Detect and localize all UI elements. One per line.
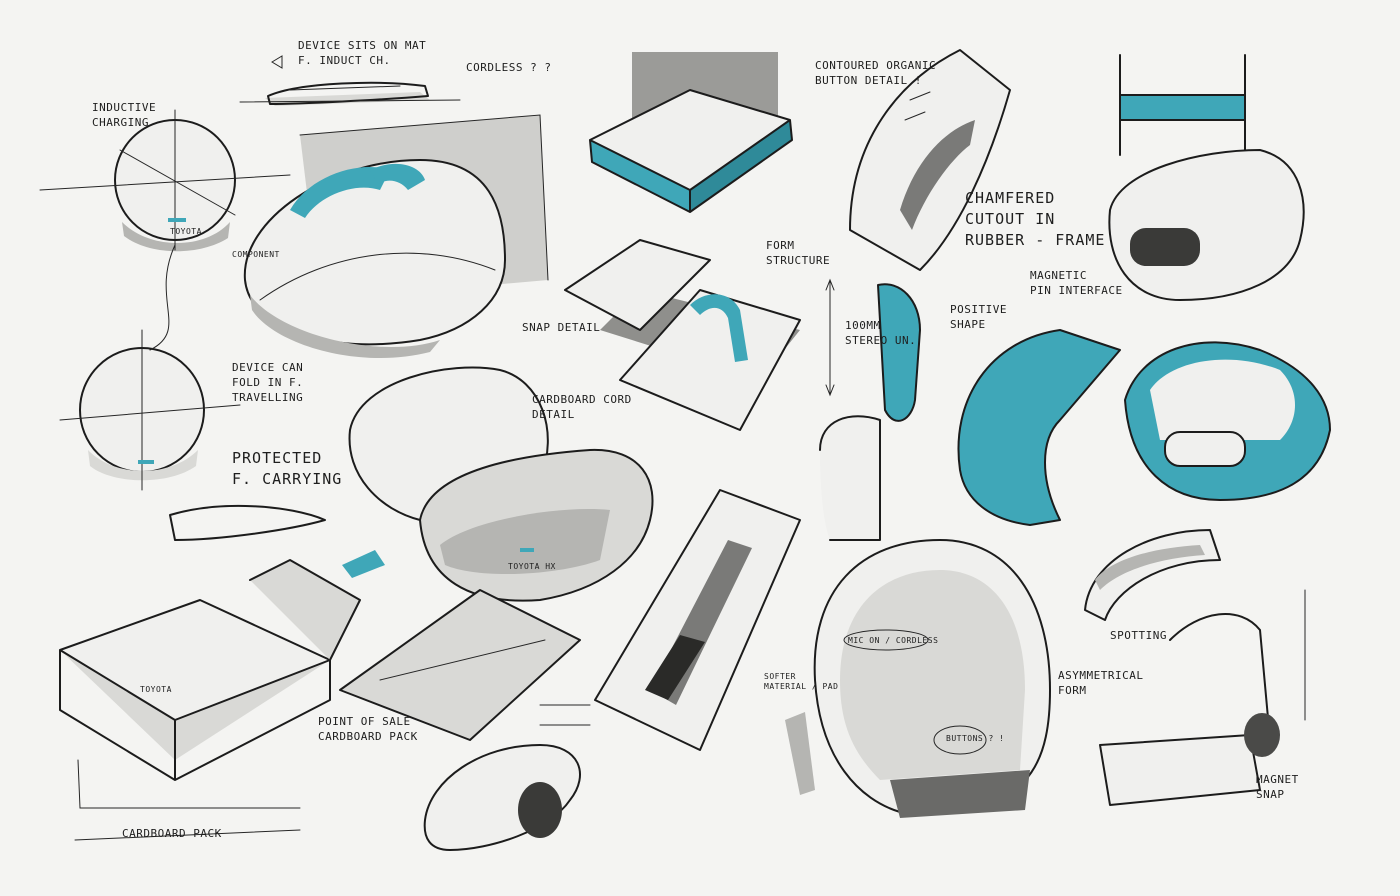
note-spotting: SPOTTING (1110, 629, 1167, 642)
open-case-sketch (564, 239, 801, 431)
note-snap-detail: SNAP DETAIL (522, 321, 601, 334)
note-soft-material: SOFTER MATERIAL / PAD (764, 672, 839, 691)
note-mic-cordless: MIC ON / CORDLESS (848, 636, 939, 645)
note-buttons: BUTTONS ? ! (946, 734, 1005, 743)
device-on-mat-sketch (239, 55, 461, 106)
note-cordless: CORDLESS ? ? (466, 61, 552, 74)
note-fold: DEVICE CAN FOLD IN F. TRAVELLING (232, 361, 304, 404)
note-toyota-pack: TOYOTA (140, 685, 172, 694)
note-component: COMPONENT (232, 250, 280, 259)
teal-box-sketch (589, 52, 793, 213)
headband-sketch (785, 539, 1051, 818)
note-chamfered: CHAMFERED CUTOUT IN RUBBER - FRAME (965, 189, 1106, 249)
note-inductive-charging: INDUCTIVE CHARGING (92, 101, 157, 129)
teal-headphone-frame-sketch (957, 329, 1331, 526)
pebble-device-sketch (423, 744, 581, 851)
note-device-sits: DEVICE SITS ON MAT F. INDUCT CH. (298, 39, 427, 67)
note-stereo: 100MM STEREO UN. (845, 319, 917, 347)
note-point-of-sale: POINT OF SALE CARDBOARD PACK (318, 715, 418, 743)
magnet-snap-sketch (1084, 529, 1280, 806)
cardboard-pack-sketch (59, 504, 385, 841)
note-form-structure: FORM STRUCTURE (766, 239, 831, 267)
note-magnet-snap: MAGNET SNAP (1256, 773, 1299, 801)
flat-mat-sketch (339, 589, 581, 741)
clamshell-case-sketch (348, 366, 654, 602)
sphere-sketch-bottom (59, 244, 241, 491)
folded-headphone-sketch (243, 114, 549, 358)
note-magnetic-pin: MAGNETIC PIN INTERFACE (1030, 269, 1123, 297)
note-positive-shape: POSITIVE SHAPE (950, 303, 1007, 331)
chamfered-device-sketch (849, 49, 1011, 271)
note-cardboard-cord: CARDBOARD CORD DETAIL (532, 393, 632, 421)
note-toyota-sphere: TOYOTA (170, 227, 202, 236)
tray-sketch (594, 489, 801, 751)
note-protected: PROTECTED F. CARRYING (232, 449, 343, 488)
rubber-frame-device-sketch (1108, 54, 1305, 301)
note-contoured-button: CONTOURED ORGANIC BUTTON DETAIL ! (815, 59, 937, 87)
note-toyota-hx: TOYOTA HX (508, 562, 556, 571)
teal-earcup-sketch (819, 283, 921, 541)
note-asymmetrical: ASYMMETRICAL FORM (1058, 669, 1144, 697)
note-cardboard-pack: CARDBOARD PACK (122, 827, 222, 840)
sphere-sketch-top (39, 109, 291, 252)
